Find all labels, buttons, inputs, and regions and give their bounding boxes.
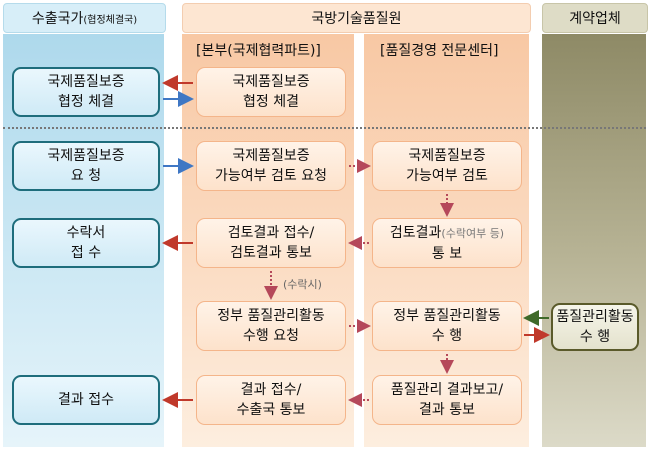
box-line: 검토결과 <box>389 224 442 241</box>
box-line: 수락서 <box>66 225 106 241</box>
header-export-country-note: (협정체결국) <box>83 14 138 26</box>
box-line: 협정 체결 <box>243 94 299 110</box>
box-line: 가능여부 검토 요청 <box>215 168 327 184</box>
label-on-acceptance: (수락시) <box>283 278 322 291</box>
box-hq-result: 결과 접수/수출국 통보 <box>196 375 346 425</box>
box-note: (수락여부 등) <box>441 226 505 240</box>
box-center-report: 품질관리 결과보고/결과 통보 <box>372 375 522 425</box>
box-line: 협정 체결 <box>58 94 114 110</box>
box-hq-review-receipt: 검토결과 접수/검토결과 통보 <box>196 218 346 268</box>
box-line: 수 행 <box>431 328 463 344</box>
box-line: 통 보 <box>431 245 463 262</box>
box-line: 품질관리활동 <box>556 309 634 325</box>
box-line: 품질관리 결과보고/ <box>390 382 504 398</box>
header-export-country-text: 수출국가 <box>31 11 84 27</box>
box-line: 국제품질보증 <box>47 148 125 164</box>
box-line: 요 청 <box>70 168 102 184</box>
box-center-review: 검토결과(수락여부 등) 통 보 <box>372 218 522 268</box>
box-export-result: 결과 접수 <box>12 375 160 425</box>
box-line: 국제품질보증 <box>47 74 125 90</box>
phase-divider <box>3 127 646 129</box>
box-line: 가능여부 검토 <box>406 168 488 184</box>
header-contractor: 계약업체 <box>542 3 648 33</box>
box-line: 국제품질보증 <box>232 74 310 90</box>
header-export-country: 수출국가(협정체결국) <box>3 3 166 33</box>
box-line: 수출국 통보 <box>236 402 306 418</box>
box-line: 결과 접수 <box>58 392 114 408</box>
box-line: 수 행 <box>579 329 611 345</box>
subheader-hq: [본부(국제협력파트)] <box>196 43 321 59</box>
header-dtaq: 국방기술품질원 <box>182 3 531 33</box>
box-line: 정부 품질관리활동 <box>217 308 325 324</box>
box-line: 수행 요청 <box>243 328 299 344</box>
box-line: 검토결과 통보 <box>230 245 312 261</box>
box-line: 검토결과 접수/ <box>227 225 315 241</box>
lane-contractor <box>542 34 646 447</box>
box-line: 국제품질보증 <box>232 148 310 164</box>
box-line: 국제품질보증 <box>408 148 486 164</box>
box-line: 접 수 <box>70 245 102 261</box>
box-line: 결과 통보 <box>419 402 475 418</box>
subheader-center: [품질경영 전문센터] <box>380 43 499 59</box>
box-line: 정부 품질관리활동 <box>393 308 501 324</box>
box-line: 결과 접수/ <box>240 382 302 398</box>
